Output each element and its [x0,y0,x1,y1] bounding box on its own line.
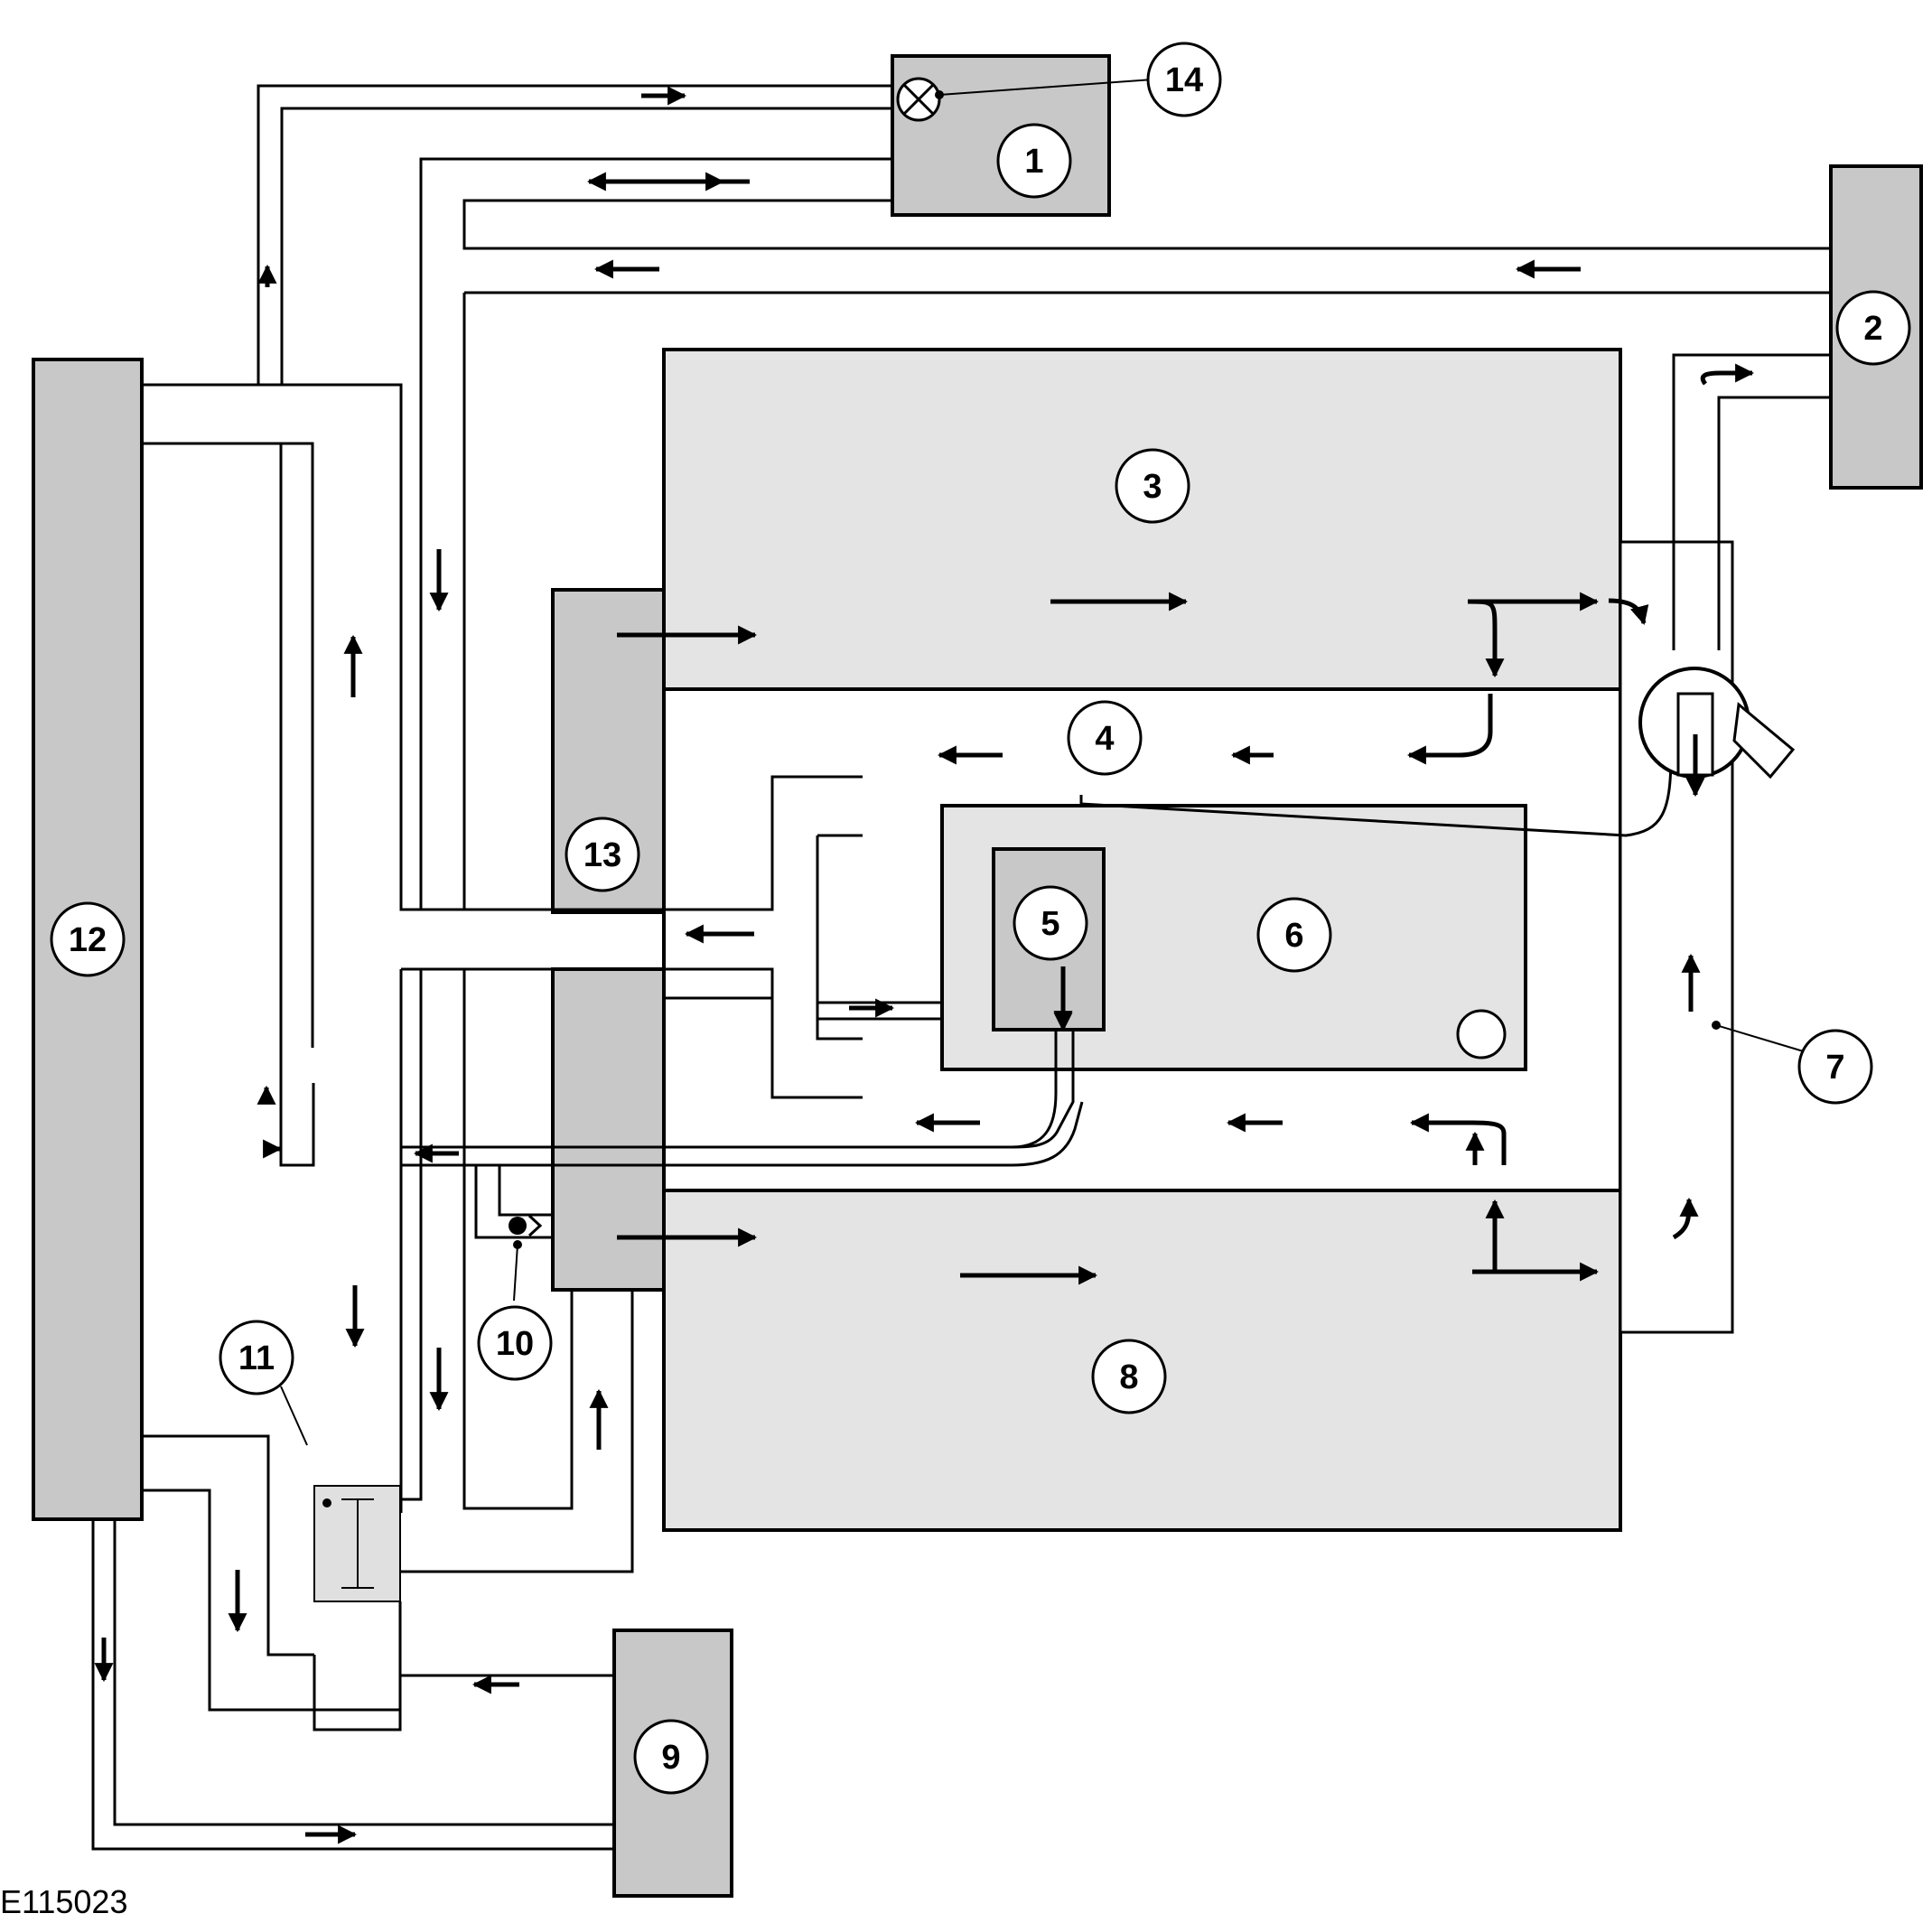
coolant-pipes [91,84,1831,1851]
callout-11-label: 11 [238,1339,275,1377]
leader-lines [280,79,1807,1446]
callout-7-label: 7 [1825,1049,1844,1087]
callout-1-label: 1 [1024,143,1043,181]
callout-13-label: 13 [583,836,621,874]
callout-10: 10 [477,1305,553,1381]
callout-4: 4 [1067,700,1143,776]
check-valve-icon [509,1217,527,1235]
oil-cooler-port-icon [1456,1009,1507,1059]
callout-12-label: 12 [69,921,107,959]
callout-2-label: 2 [1863,310,1882,348]
callout-13: 13 [565,817,640,892]
callout-6: 6 [1256,897,1332,973]
housing-lower-block [551,967,666,1292]
pump-outlet-housing [1619,540,1734,1334]
callout-5: 5 [1013,885,1088,961]
callout-5-label: 5 [1041,905,1059,943]
thermostat-symbol [341,1498,374,1589]
callout-3: 3 [1115,448,1190,524]
leader-dots [322,90,1721,1507]
callout-9: 9 [633,1719,709,1795]
callout-7: 7 [1797,1029,1873,1105]
water-pump-outlet [1732,702,1796,779]
callout-11: 11 [219,1320,294,1395]
callout-14-label: 14 [1165,61,1203,99]
callout-12: 12 [50,901,126,977]
callout-1: 1 [996,123,1072,199]
figure-id: E115023 [0,1883,128,1920]
callout-8-label: 8 [1119,1358,1138,1396]
level-sensor-cross [902,83,935,116]
callout-6-label: 6 [1284,917,1303,955]
flow-arrows [94,86,1755,1844]
callout-4-label: 4 [1095,720,1114,758]
callout-9-label: 9 [661,1739,680,1777]
callout-8: 8 [1091,1339,1167,1414]
callout-3-label: 3 [1143,468,1162,506]
check-valve-seat [527,1214,543,1237]
callout-2: 2 [1835,290,1911,366]
callout-10-label: 10 [496,1325,534,1363]
callout-14: 14 [1146,42,1222,117]
